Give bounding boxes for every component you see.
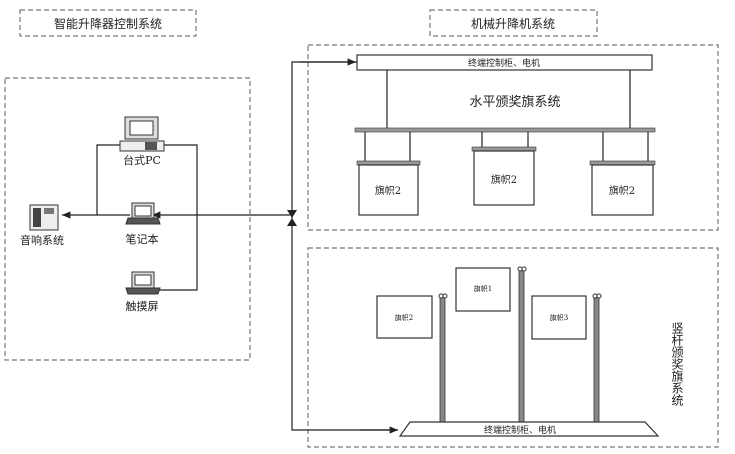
vertical-flag: 旗帜3 [531, 293, 602, 424]
junction-icon [287, 210, 297, 226]
horizontal-terminal-bar [356, 54, 653, 71]
touch-screen-icon [125, 271, 161, 295]
control-system-title: 智能升降器控制系统 [54, 16, 162, 31]
audio-system-label: 音响系统 [20, 233, 64, 247]
connection-lines [96, 144, 198, 291]
control-group-box [4, 77, 251, 361]
horizontal-flag: 旗帜2 [471, 132, 537, 206]
vertical-terminal-base [398, 421, 660, 437]
svg-text:旗帜3: 旗帜3 [550, 313, 568, 322]
vertical-terminal-label: 终端控制柜、电机 [484, 424, 556, 436]
svg-text:旗帜2: 旗帜2 [609, 184, 635, 197]
laptop-icon [125, 202, 161, 225]
svg-text:旗帜2: 旗帜2 [491, 173, 517, 186]
svg-text:旗帜1: 旗帜1 [474, 284, 492, 293]
horizontal-flag: 旗帜2 [589, 132, 656, 216]
horizontal-system-label: 水平颁奖旗系统 [469, 94, 560, 110]
vertical-flag: 旗帜2 [376, 293, 448, 424]
control-title-box [19, 9, 197, 37]
laptop-label: 笔记本 [126, 232, 159, 246]
vertical-flag: 旗帜1 [455, 266, 527, 424]
audio-system-icon [29, 204, 59, 231]
desktop-pc-icon [119, 116, 165, 152]
horizontal-group-box [307, 44, 719, 231]
vertical-group-box [307, 247, 719, 448]
svg-text:旗帜2: 旗帜2 [375, 184, 401, 197]
vertical-system-label: 竖杆颁奖旗系统 [670, 322, 684, 406]
horizontal-terminal-label: 终端控制柜、电机 [468, 57, 540, 69]
touch-screen-label: 触摸屏 [126, 299, 159, 313]
horizontal-flag: 旗帜2 [356, 132, 421, 216]
horizontal-rail [354, 127, 656, 133]
mechanical-system-title: 机械升降机系统 [471, 16, 555, 31]
svg-text:旗帜2: 旗帜2 [395, 313, 413, 322]
mechanical-title-box [429, 9, 598, 37]
desktop-pc-label: 台式PC [123, 153, 161, 167]
